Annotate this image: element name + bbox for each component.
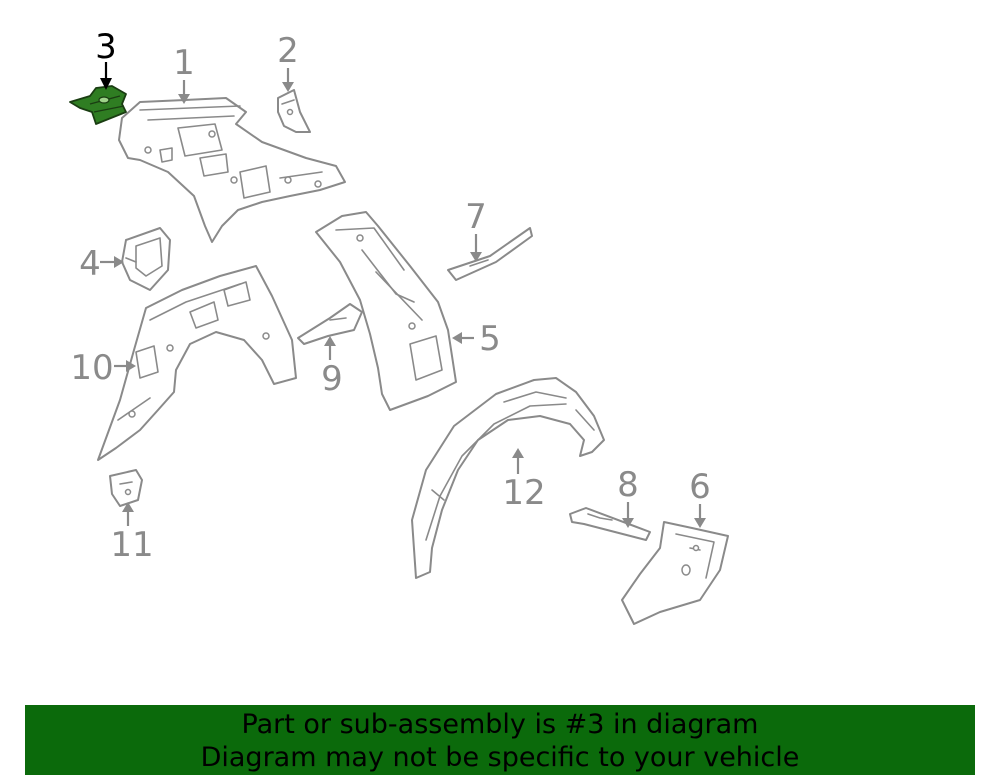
callout-label-8: 8 [617,465,639,505]
part-1-quarter-inner-panel[interactable] [118,97,346,243]
callout-10: 10 [70,348,136,388]
info-banner: Part or sub-assembly is #3 in diagram Di… [25,705,975,775]
callout-6: 6 [689,467,711,528]
callout-12: 12 [502,448,546,513]
callout-9: 9 [321,336,343,399]
callout-3: 3 [95,27,117,90]
callout-label-11: 11 [110,525,153,565]
callout-label-6: 6 [689,467,711,507]
callout-7: 7 [465,197,487,262]
part-7-strip[interactable] [447,227,533,281]
part-10-wheelhouse-panel[interactable] [97,265,297,461]
callout-label-3: 3 [95,27,117,67]
part-3-highlighted-bracket[interactable] [69,85,127,125]
callout-5: 5 [452,319,501,359]
banner-line-2: Diagram may not be specific to your vehi… [200,742,800,773]
callout-label-10: 10 [70,348,113,388]
callout-label-5: 5 [479,319,501,359]
parts-diagram: 1 2 3 4 5 6 7 8 9 10 [69,27,729,625]
part-9-wedge-bracket[interactable] [297,303,363,345]
part-12-wheelhouse-liner[interactable] [411,377,605,579]
banner-line-1: Part or sub-assembly is #3 in diagram [241,709,759,740]
part-8-bar[interactable] [569,507,651,541]
callout-2: 2 [277,31,299,92]
callout-label-2: 2 [277,31,299,71]
part-11-clip[interactable] [109,469,143,507]
callout-label-4: 4 [79,244,101,284]
callout-label-12: 12 [502,473,545,513]
callout-1: 1 [173,43,195,104]
callout-8: 8 [617,465,639,528]
callout-11: 11 [110,502,154,565]
part-2-bracket[interactable] [277,89,311,133]
part-5-pillar-panel[interactable] [315,211,457,411]
callout-label-1: 1 [173,43,195,83]
callout-label-7: 7 [465,197,487,237]
part-4-box-bracket[interactable] [121,227,171,291]
callout-4: 4 [79,244,124,284]
part-6-extension-panel[interactable] [621,521,729,625]
callout-label-9: 9 [321,359,343,399]
